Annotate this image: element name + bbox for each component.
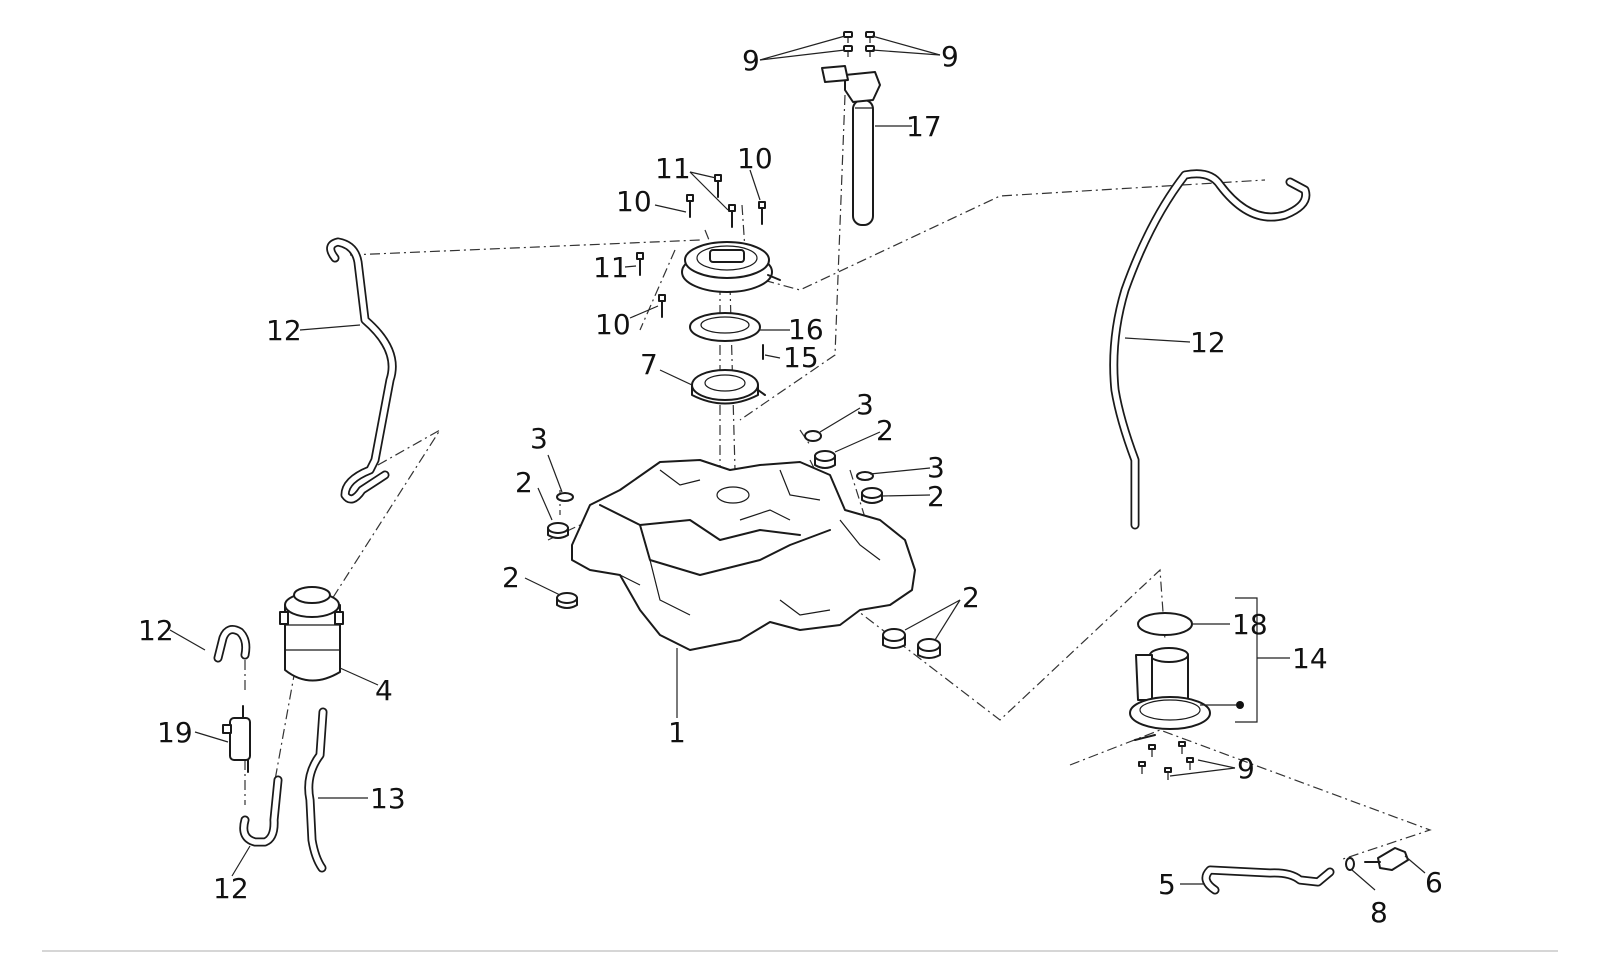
filler-flange bbox=[691, 369, 766, 405]
label-16: 16 bbox=[788, 313, 824, 346]
label-14: 14 bbox=[1292, 642, 1328, 675]
label-9: 9 bbox=[1237, 752, 1255, 785]
pump-screws bbox=[1138, 741, 1194, 780]
fuel-pipe bbox=[1201, 865, 1335, 895]
charcoal-canister bbox=[279, 586, 344, 682]
label-15: 15 bbox=[783, 341, 819, 374]
label-10: 10 bbox=[616, 185, 652, 218]
label-12: 12 bbox=[1190, 326, 1226, 359]
label-2: 2 bbox=[515, 466, 533, 499]
label-11: 11 bbox=[655, 152, 691, 185]
cap-bolts bbox=[636, 174, 766, 360]
fuel-tank bbox=[571, 459, 916, 651]
label-13: 13 bbox=[370, 782, 406, 815]
screws-top bbox=[843, 31, 875, 57]
label-4: 4 bbox=[375, 674, 393, 707]
label-1: 1 bbox=[668, 716, 686, 749]
vent-hose-right bbox=[1109, 169, 1311, 530]
vent-hose-left bbox=[326, 237, 397, 504]
label-8: 8 bbox=[1370, 896, 1388, 929]
fuel-cap bbox=[681, 241, 781, 293]
label-17: 17 bbox=[906, 110, 942, 143]
label-5: 5 bbox=[1158, 868, 1176, 901]
fuel-sender-tube bbox=[821, 65, 881, 226]
o-ring bbox=[1345, 857, 1355, 871]
bottom-hose bbox=[239, 775, 283, 847]
seal-ring bbox=[689, 312, 761, 342]
label-12: 12 bbox=[138, 614, 174, 647]
label-2: 2 bbox=[876, 414, 894, 447]
label-3: 3 bbox=[927, 451, 945, 484]
callout-labels: 9 9 17 11 10 10 11 10 16 15 7 12 12 3 2 … bbox=[138, 40, 1443, 929]
label-2: 2 bbox=[502, 561, 520, 594]
label-9: 9 bbox=[742, 44, 760, 77]
drain-hose bbox=[304, 707, 328, 873]
label-12: 12 bbox=[266, 314, 302, 347]
fuel-pump-assembly bbox=[1129, 612, 1244, 741]
leader-lines bbox=[169, 35, 1426, 891]
label-18: 18 bbox=[1232, 608, 1268, 641]
label-3: 3 bbox=[856, 388, 874, 421]
label-6: 6 bbox=[1425, 866, 1443, 899]
grommets bbox=[547, 430, 941, 659]
label-11: 11 bbox=[593, 251, 629, 284]
assembly-lines bbox=[244, 94, 1432, 861]
label-3: 3 bbox=[530, 422, 548, 455]
label-2: 2 bbox=[927, 480, 945, 513]
rollover-valve bbox=[222, 705, 251, 773]
quick-connector bbox=[1364, 847, 1409, 871]
label-19: 19 bbox=[157, 716, 193, 749]
label-12: 12 bbox=[213, 872, 249, 905]
small-hose bbox=[213, 625, 251, 663]
label-10: 10 bbox=[595, 308, 631, 341]
label-2: 2 bbox=[962, 581, 980, 614]
label-9: 9 bbox=[941, 40, 959, 73]
label-7: 7 bbox=[640, 348, 658, 381]
label-10: 10 bbox=[737, 142, 773, 175]
